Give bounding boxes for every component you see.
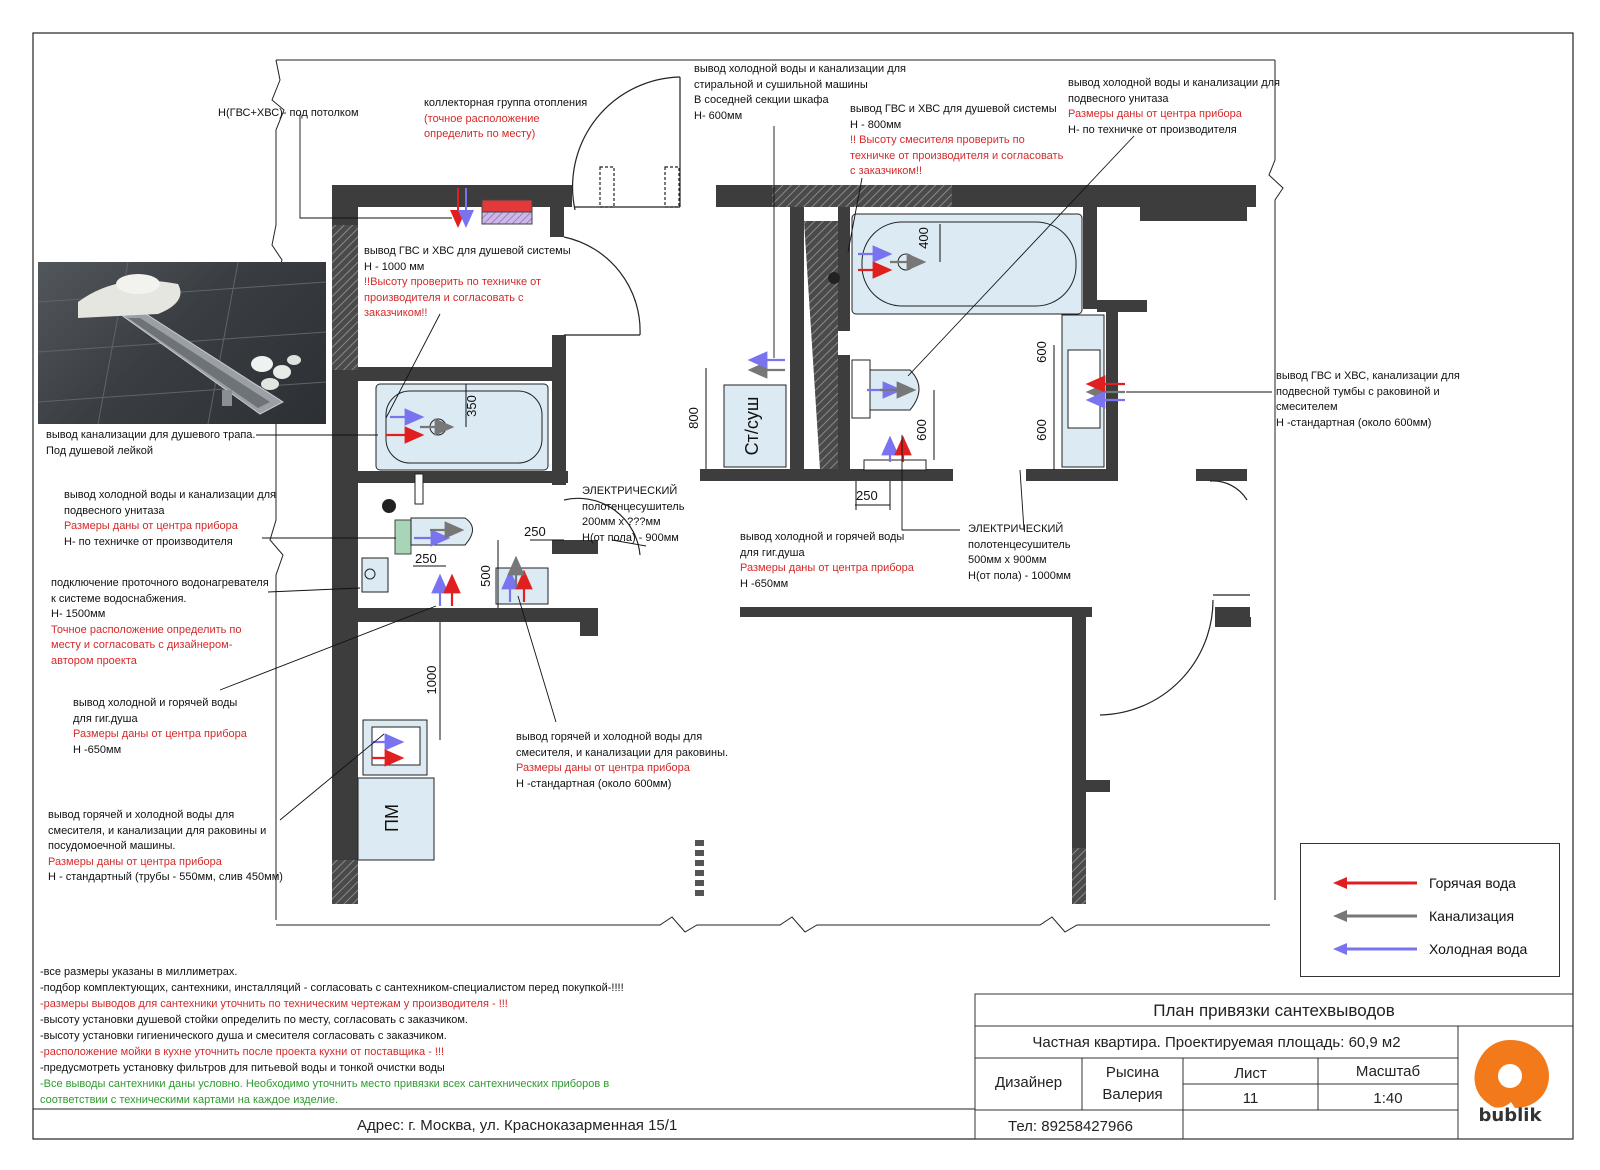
break-line: [269, 59, 1284, 933]
note-line: -подбор комплектующих, сантехники, инста…: [40, 982, 624, 994]
note-vanity: вывод ГВС и ХВС, канализации для подвесн…: [1276, 370, 1460, 429]
dishwasher: [357, 777, 435, 861]
legend-sewer-label: Канализация: [1429, 908, 1515, 924]
designer-name-1: Рысина: [1105, 1064, 1160, 1081]
note-line: -Все выводы сантехники даны условно. Нео…: [40, 1078, 610, 1090]
logo-text: bublik: [1478, 1105, 1542, 1126]
legend-hot-label: Горячая вода: [1429, 875, 1516, 891]
dim-600-vanity-top: 600: [1034, 341, 1049, 363]
dishwasher-label: ПМ: [382, 804, 402, 832]
leader-lines: [219, 114, 1272, 821]
general-notes: -все размеры указаны в миллиметрах. -под…: [40, 964, 624, 1108]
wall-hatch: [772, 185, 952, 207]
note-line: соответствии с техническими картами на к…: [40, 1094, 339, 1106]
dim-250-toilet: 250: [415, 551, 437, 566]
scale-label: Масштаб: [1355, 1063, 1421, 1080]
scale-value: 1:40: [1373, 1090, 1403, 1107]
title-block-title: План привязки сантехвыводов: [1153, 1001, 1395, 1020]
wall-hatch: [1072, 848, 1086, 904]
legend-sewer: Канализация: [1301, 907, 1559, 927]
designer-label: Дизайнер: [994, 1074, 1063, 1091]
bathtub-1: [375, 383, 549, 471]
phone: Тел: 89258427966: [1008, 1118, 1134, 1135]
note-washer: вывод холодной воды и канализации для ст…: [694, 63, 907, 122]
note-line: -предусмотреть установку фильтров для пи…: [40, 1062, 445, 1074]
note-shower-2: вывод ГВС и ХВС для душевой системы Н - …: [850, 103, 1064, 177]
note-towel-rail-2: ЭЛЕКТРИЧЕСКИЙ полотенцесушитель 500мм х …: [968, 523, 1071, 582]
designer-name-2: Валерия: [1102, 1086, 1163, 1103]
dim-800: 800: [686, 407, 701, 429]
note-line: -размеры выводов для сантехники уточнить…: [40, 998, 508, 1010]
washer-dryer: [723, 384, 787, 468]
pipe-arrows: [372, 245, 1125, 767]
washer-dryer-label: Ст/суш: [742, 397, 762, 456]
note-drain: вывод канализации для душевого трапа. По…: [46, 429, 256, 457]
legend-cold: Холодная вода: [1301, 940, 1559, 960]
dim-350: 350: [464, 395, 479, 417]
note-kitchen: вывод горячей и холодной воды для смесит…: [48, 809, 283, 883]
sheet-value: 11: [1242, 1090, 1259, 1107]
bublik-logo: bublik: [1465, 1032, 1555, 1128]
column-marks: [695, 840, 704, 896]
note-line: -расположение мойки в кухне уточнить пос…: [40, 1046, 445, 1058]
dim-250-sink: 250: [524, 524, 546, 539]
title-block-subtitle: Частная квартира. Проектируемая площадь:…: [1032, 1034, 1401, 1051]
dimension-lines: [413, 224, 1055, 740]
wall-hatch: [332, 860, 358, 904]
note-towel-rail-1: ЭЛЕКТРИЧЕСКИЙ полотенцесушитель 200мм х …: [582, 485, 685, 544]
shower-drain-photo: [38, 262, 326, 424]
note-line: -высоту установки душевой стойки определ…: [40, 1014, 468, 1026]
dim-250-hyg: 250: [856, 488, 878, 503]
note-shower-1: вывод ГВС и ХВС для душевой системы Н - …: [364, 245, 571, 319]
towel-rail-2: [863, 459, 927, 471]
sheet-label: Лист: [1234, 1065, 1267, 1082]
note-water-heater: подключение проточного водонагревателя к…: [51, 577, 269, 667]
legend-hot: Горячая вода: [1301, 874, 1559, 894]
wall-hatch: [332, 225, 358, 370]
note-line: -высоту установки гигиенического душа и …: [40, 1030, 447, 1042]
shaft-hatch: [804, 221, 838, 469]
towel-rail-1: [414, 473, 424, 505]
note-wc-2: вывод холодной воды и канализации для по…: [1068, 77, 1281, 136]
note-line: -все размеры указаны в миллиметрах.: [40, 966, 238, 978]
water-heater: [361, 557, 389, 593]
note-hyg-shower-2: вывод холодной и горячей воды для гиг.ду…: [740, 531, 914, 590]
note-wc-1: вывод холодной воды и канализации для по…: [64, 489, 277, 548]
legend: Горячая вода Канализация Холодная вода: [1300, 843, 1560, 977]
dim-500: 500: [478, 565, 493, 587]
legend-cold-label: Холодная вода: [1429, 941, 1528, 957]
note-collector: коллекторная группа отопления (точное ра…: [424, 97, 588, 140]
dim-600-toilet: 600: [914, 419, 929, 441]
address: Адрес: г. Москва, ул. Красноказарменная …: [357, 1117, 678, 1134]
dim-600-vanity-bottom: 600: [1034, 419, 1049, 441]
sheet-frame: [32, 32, 1574, 1140]
dim-400: 400: [916, 227, 931, 249]
dim-1000: 1000: [424, 666, 439, 695]
note-hyg-shower-1: вывод холодной и горячей воды для гиг.ду…: [73, 697, 247, 756]
note-gvs-ceiling: Н(ГВС+ХВС)- под потолком: [218, 107, 359, 119]
doors: [563, 76, 1250, 716]
note-sink-1: вывод горячей и холодной воды для смесит…: [516, 731, 729, 790]
